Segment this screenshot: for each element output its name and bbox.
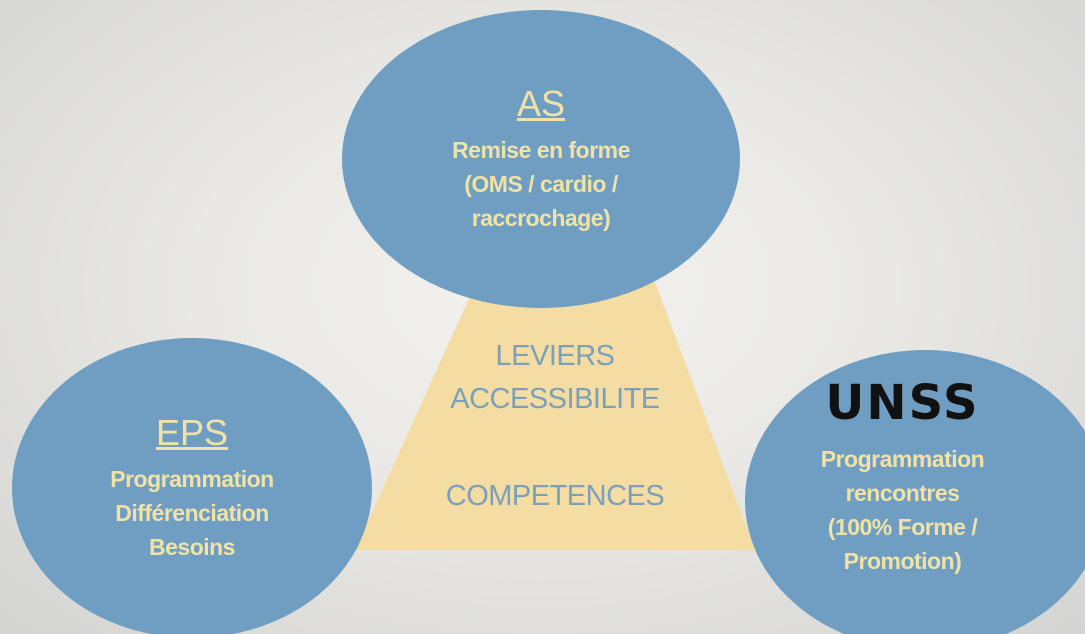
eps-circle: EPS Programmation Différenciation Besoin… xyxy=(12,338,372,634)
eps-line: Programmation xyxy=(110,466,274,492)
center-label-accessibilite: ACCESSIBILITE xyxy=(450,383,660,415)
unss-line: rencontres xyxy=(845,480,960,506)
eps-line: Besoins xyxy=(149,534,235,560)
center-label-leviers: LEVIERS xyxy=(495,340,616,372)
center-label-competences: COMPETENCES xyxy=(445,480,665,512)
eps-line: Différenciation xyxy=(115,500,269,526)
as-line: raccrochage) xyxy=(471,205,611,231)
unss-line: Promotion) xyxy=(843,548,962,574)
as-line: (OMS / cardio / xyxy=(464,171,618,197)
as-circle: AS Remise en forme (OMS / cardio / raccr… xyxy=(342,10,740,308)
eps-title: EPS xyxy=(155,412,229,453)
unss-logo: UNSS xyxy=(825,375,980,431)
unss-line: (100% Forme / xyxy=(827,514,978,540)
unss-circle: UNSS Programmation rencontres (100% Form… xyxy=(745,350,1085,634)
as-title: AS xyxy=(516,83,566,124)
as-line: Remise en forme xyxy=(452,137,630,163)
unss-line: Programmation xyxy=(820,446,985,472)
